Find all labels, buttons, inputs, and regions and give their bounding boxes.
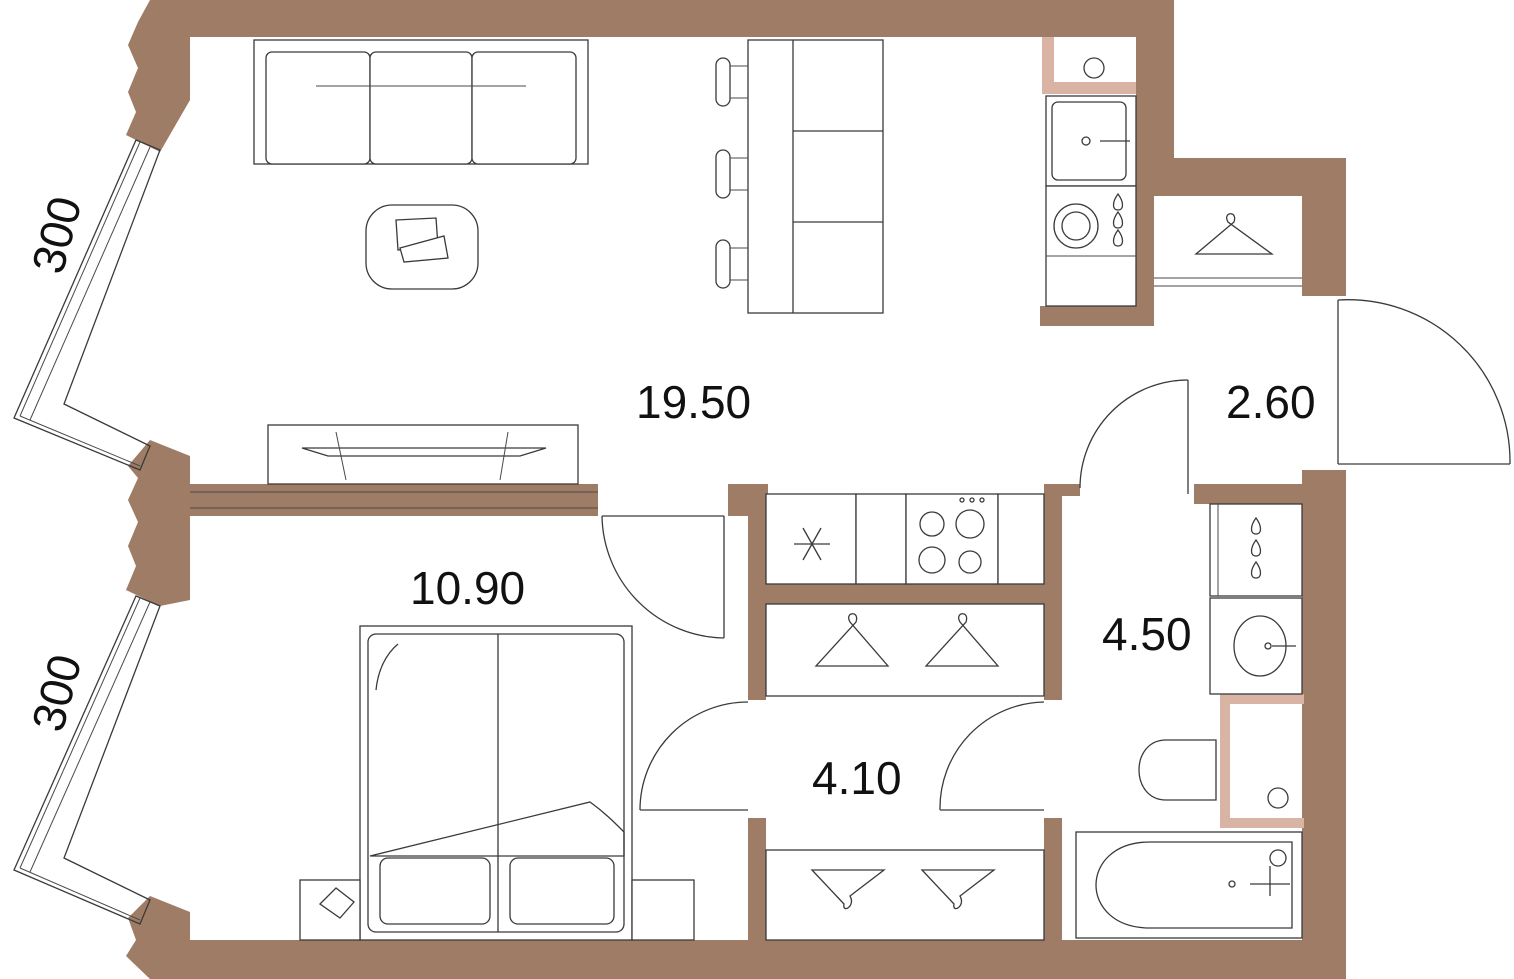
bar-stool-icon	[715, 57, 748, 289]
room-area-bathroom: 4.50	[1102, 608, 1192, 660]
counter-icon	[997, 493, 1045, 585]
bathtub-icon	[1075, 831, 1303, 939]
washing-machine-icon	[1209, 503, 1303, 597]
hanger-icon	[765, 849, 1045, 941]
tv-stand-icon	[267, 424, 579, 485]
boiler-icon	[1083, 57, 1105, 79]
room-area-living: 19.50	[636, 376, 751, 428]
bed-icon	[359, 625, 633, 941]
bar-counter-icon	[747, 39, 884, 314]
sink-icon	[1045, 95, 1137, 187]
hanger-icon	[1154, 213, 1302, 287]
room-area-hallway: 2.60	[1226, 376, 1316, 428]
washbasin-icon	[1209, 597, 1303, 695]
sofa-icon	[253, 39, 589, 165]
stove-icon	[905, 493, 999, 585]
door-swing-icon	[601, 299, 1511, 811]
room-area-wardrobe: 4.10	[812, 752, 902, 804]
hanger-icon	[765, 603, 1045, 697]
washing-machine-icon	[1045, 185, 1137, 307]
window-dimension-lower: 300	[21, 649, 91, 737]
fridge-icon	[765, 493, 857, 585]
coffee-table-icon	[365, 204, 479, 290]
walls	[126, 0, 1346, 979]
toilet-icon	[1138, 739, 1217, 801]
window-icon	[13, 139, 598, 925]
counter-icon	[855, 493, 907, 585]
room-area-bedroom: 10.90	[410, 562, 525, 614]
nightstand-icon	[631, 879, 695, 941]
nightstand-icon	[299, 879, 361, 941]
shower-icon	[1267, 787, 1289, 809]
